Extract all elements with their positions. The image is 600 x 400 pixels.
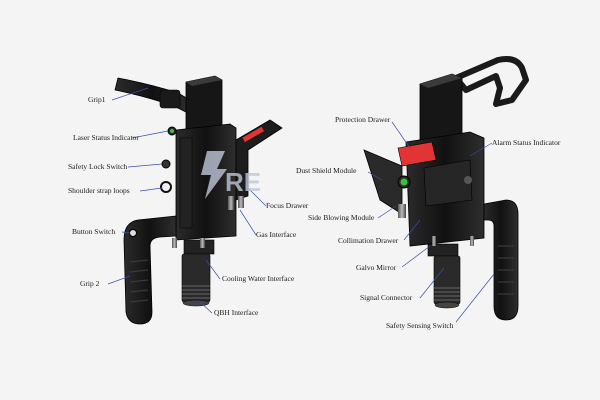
label-safety-lock-switch: Safety Lock Switch <box>68 162 128 171</box>
brand-logo: RE <box>195 145 265 205</box>
label-collimation-drawer: Collimation Drawer <box>338 236 399 245</box>
left-welding-head <box>114 75 283 325</box>
label-qbh-interface: QBH Interface <box>214 308 259 317</box>
label-grip1: Grip1 <box>88 95 106 104</box>
shoulder-strap-loop <box>160 181 172 193</box>
dust-shield-plate <box>363 149 403 215</box>
label-focus-drawer: Focus Drawer <box>266 201 309 210</box>
label-gas-interface: Gas Interface <box>256 230 297 239</box>
label-button-switch: Button Switch <box>72 227 116 236</box>
label-side-blowing-module: Side Blowing Module <box>308 213 375 222</box>
safety-lock-knob <box>161 159 171 169</box>
button-switch-knob <box>129 229 137 237</box>
grip1-handle <box>114 77 191 113</box>
label-dust-shield-module: Dust Shield Module <box>296 166 357 175</box>
label-cooling-water-interface: Cooling Water Interface <box>222 274 295 283</box>
label-safety-sensing-switch: Safety Sensing Switch <box>386 321 454 330</box>
logo-text: RE <box>225 167 261 197</box>
qbh-connector <box>181 253 211 303</box>
protection-drawer-red <box>397 141 437 167</box>
label-protection-drawer: Protection Drawer <box>335 115 391 124</box>
lightning-bolt-icon: RE <box>201 151 261 199</box>
right-qbh-connector <box>433 255 461 305</box>
label-galvo-mirror: Galvo Mirror <box>356 263 397 272</box>
label-grip-2: Grip 2 <box>80 279 100 288</box>
grip2-handle <box>123 215 177 325</box>
label-laser-status-indicator: Laser Status Indicator <box>73 133 139 142</box>
right-top-handle <box>453 56 529 107</box>
label-alarm-status-indicator: Alarm Status Indicator <box>492 138 561 147</box>
leader-lines <box>107 87 495 323</box>
right-grip-handle <box>483 199 519 321</box>
label-shoulder-strap-loops: Shoulder strap loops <box>68 186 130 195</box>
right-welding-head <box>363 56 529 321</box>
right-top-block <box>419 73 463 149</box>
label-signal-connector: Signal Connector <box>360 293 413 302</box>
